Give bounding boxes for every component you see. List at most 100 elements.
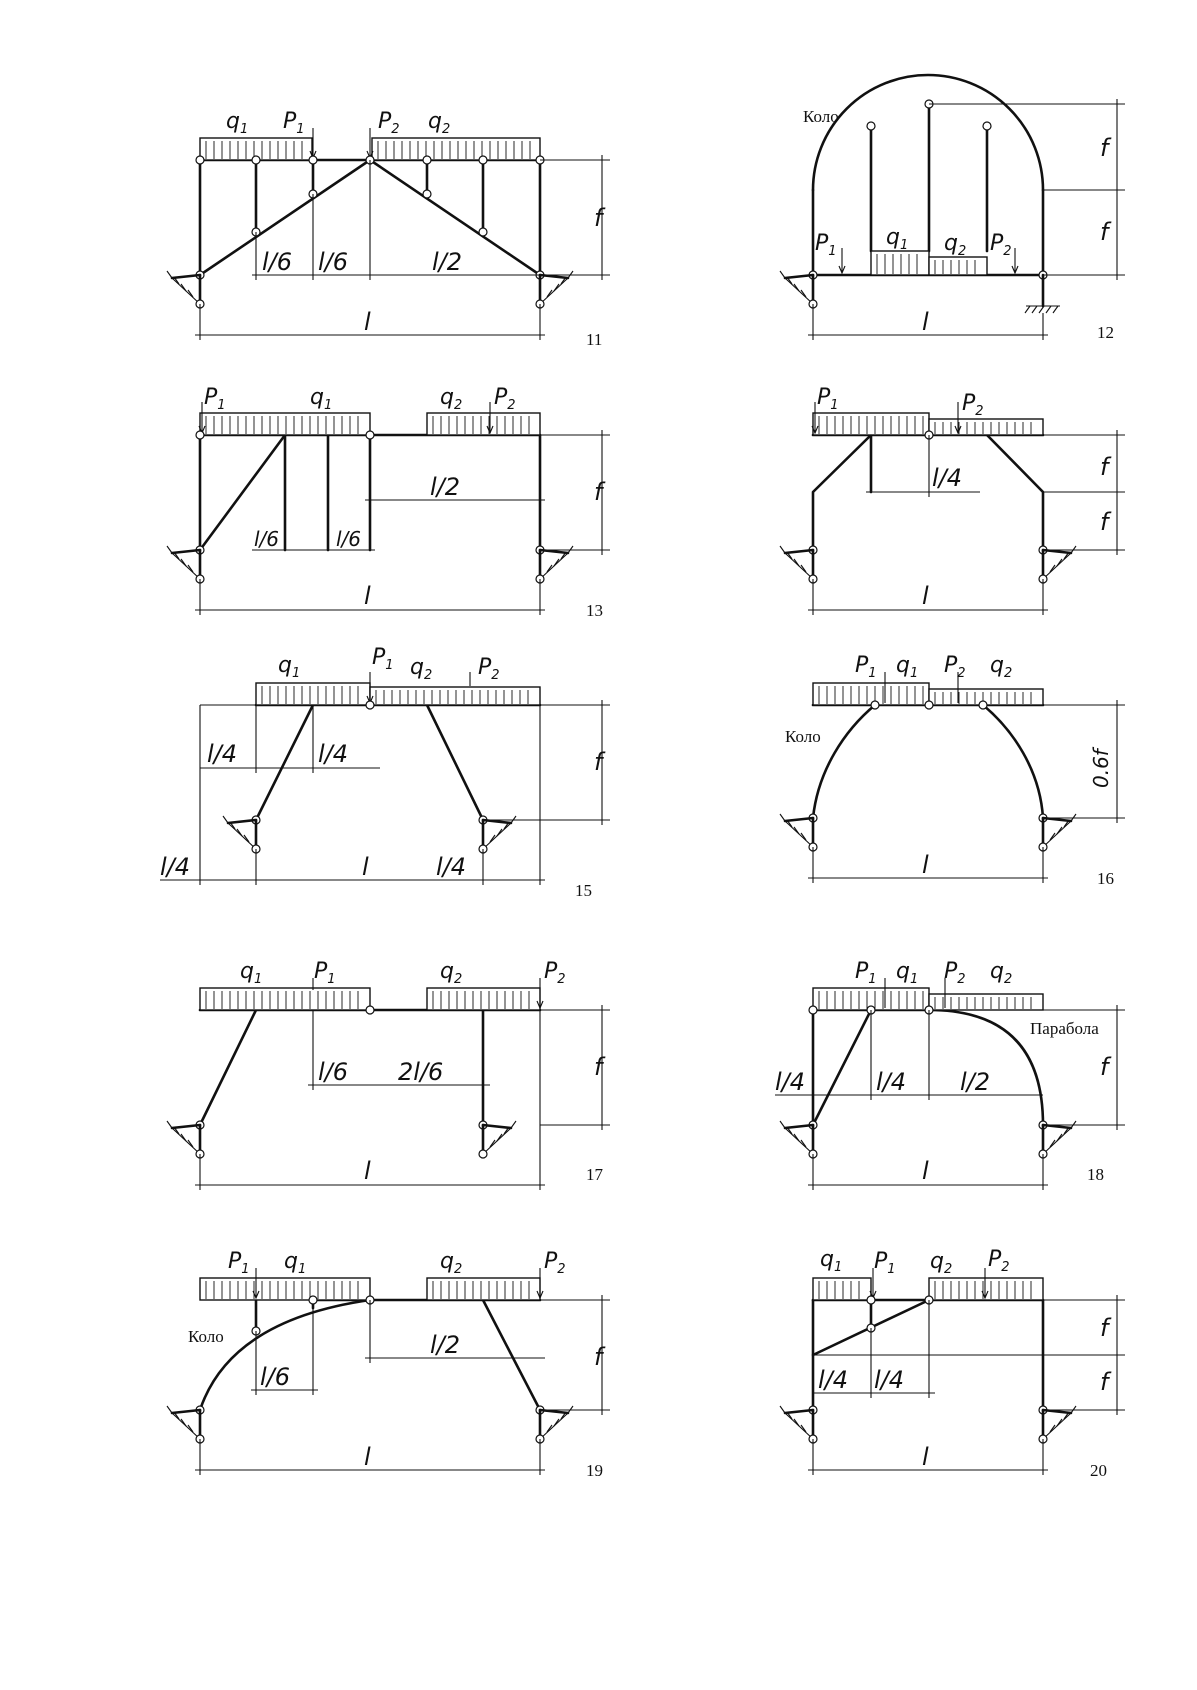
frame-members — [811, 1008, 1045, 1127]
figure-11: q1 P1 P2 q2 l/6 l/6 l/2 f l 11 — [166, 109, 610, 349]
concentrated-load-arrows — [884, 672, 959, 703]
load-label-2: P2 — [378, 109, 400, 137]
dimension-label: l — [362, 853, 369, 881]
frame-members — [200, 703, 542, 822]
labels: P1 q1 P2 q2 Парабола l/4 l/4 l/2 f l 18 — [775, 959, 1112, 1185]
load-label-0: P1 — [815, 231, 837, 259]
dimension-lines — [195, 1005, 610, 1190]
dimension-label: f — [1100, 1053, 1112, 1081]
hinges — [251, 700, 488, 825]
supports — [166, 1120, 517, 1159]
dimension-label: l — [922, 582, 929, 610]
dimension-lines — [808, 99, 1125, 340]
load-label-3: P2 — [478, 655, 500, 683]
load-label-3: P2 — [988, 1247, 1010, 1275]
dimension-label: f — [1100, 508, 1112, 536]
dimension-label: l — [364, 1443, 371, 1471]
load-label-0: P1 — [855, 959, 877, 987]
load-label-2: q2 — [930, 1249, 952, 1277]
figure-20: q1 P1 q2 P2 l/4 l/4 f f l 20 — [779, 1247, 1125, 1480]
dimension-label: l — [922, 851, 929, 879]
load-label-0: q1 — [278, 653, 300, 681]
concentrated-load-arrows — [312, 978, 544, 1010]
distributed-load-q2 — [426, 987, 541, 1011]
distributed-load-q1 — [812, 1277, 872, 1301]
shape-note: Коло — [188, 1327, 224, 1346]
dimension-label: f — [594, 748, 606, 776]
load-label-2: P2 — [944, 653, 966, 681]
figure-14: P1 P2 l/4 f f l — [779, 385, 1125, 615]
dimension-label: f — [1100, 218, 1112, 246]
shape-note: Коло — [785, 727, 821, 746]
dimension-label: l/6 — [318, 248, 348, 276]
load-label-2: P2 — [944, 959, 966, 987]
dimension-label: l/2 — [432, 248, 462, 276]
supports — [779, 270, 1060, 314]
labels: Коло P1 q1 P2 q2 0.6f l 16 — [785, 653, 1114, 888]
concentrated-load-arrows — [198, 402, 494, 435]
dimension-lines — [808, 1295, 1125, 1475]
load-label-1: q1 — [896, 959, 918, 987]
distributed-load-right — [928, 418, 1044, 436]
distributed-load-q2 — [426, 412, 541, 436]
labels: P1 q1 q2 P2 l/6 l/6 l/2 f l 13 — [204, 385, 606, 620]
figure-13: P1 q1 q2 P2 l/6 l/6 l/2 f l 13 — [166, 385, 610, 620]
frame-members — [198, 433, 542, 552]
load-label-3: q2 — [428, 109, 450, 137]
dimension-label: l — [922, 1157, 929, 1185]
distributed-load-q2 — [928, 256, 988, 276]
distributed-load-q1 — [199, 1277, 371, 1301]
dimension-label: l/4 — [207, 740, 237, 768]
figure-number: 19 — [586, 1461, 603, 1480]
supports — [222, 815, 517, 854]
supports — [166, 1405, 574, 1444]
figure-number: 16 — [1097, 869, 1114, 888]
distributed-load-q1 — [870, 250, 930, 276]
dimension-label: f — [594, 204, 606, 232]
dimension-label: l/2 — [960, 1068, 990, 1096]
load-label-2: q2 — [410, 655, 432, 683]
distributed-load-left — [812, 412, 930, 436]
load-label-3: P2 — [990, 231, 1012, 259]
distributed-load-q1 — [199, 987, 371, 1011]
frame-members — [811, 703, 1045, 820]
shape-note: Коло — [803, 107, 839, 126]
distributed-load-q1 — [255, 682, 371, 706]
supports — [779, 545, 1077, 584]
load-label-1: q1 — [896, 653, 918, 681]
load-label-0: q1 — [820, 1247, 842, 1275]
figure-number: 12 — [1097, 323, 1114, 342]
load-label-2: q2 — [944, 231, 966, 259]
dimension-label: l/6 — [336, 527, 361, 551]
load-label-1: P1 — [314, 959, 336, 987]
frame-members — [811, 73, 1045, 277]
dimension-label: l/4 — [876, 1068, 906, 1096]
load-label-0: P1 — [817, 385, 839, 413]
load-label-3: q2 — [990, 653, 1012, 681]
figure-number: 20 — [1090, 1461, 1107, 1480]
supports — [779, 1405, 1077, 1444]
figure-19: P1 q1 q2 P2 Коло l/6 l/2 f l 19 — [166, 1249, 610, 1480]
distributed-load-right — [928, 993, 1044, 1011]
dimension-lines — [195, 1295, 610, 1475]
labels: P1 P2 l/4 f f l — [817, 385, 1112, 610]
dimension-label: f — [1100, 134, 1112, 162]
dimension-label: l/4 — [932, 464, 962, 492]
concentrated-load-arrows — [252, 1268, 544, 1300]
frame-members — [198, 1008, 542, 1127]
dimension-lines — [160, 700, 610, 885]
dimension-label: l — [922, 308, 929, 336]
dimension-label: l — [364, 308, 371, 336]
dimension-label: l — [364, 582, 371, 610]
figure-18: P1 q1 P2 q2 Парабола l/4 l/4 l/2 f l 18 — [775, 959, 1125, 1190]
concentrated-load-arrows — [811, 402, 962, 435]
dimension-label: l/4 — [436, 853, 466, 881]
labels: P1 q1 q2 P2 Коло l/6 l/2 f l 19 — [188, 1249, 606, 1480]
dimension-label: l — [364, 1157, 371, 1185]
distributed-load-q2 — [928, 1277, 1044, 1301]
dimension-label: f — [594, 1053, 606, 1081]
distributed-load-q2 — [426, 1277, 541, 1301]
dimension-label: l/2 — [430, 473, 460, 501]
hinges — [808, 1005, 1048, 1130]
